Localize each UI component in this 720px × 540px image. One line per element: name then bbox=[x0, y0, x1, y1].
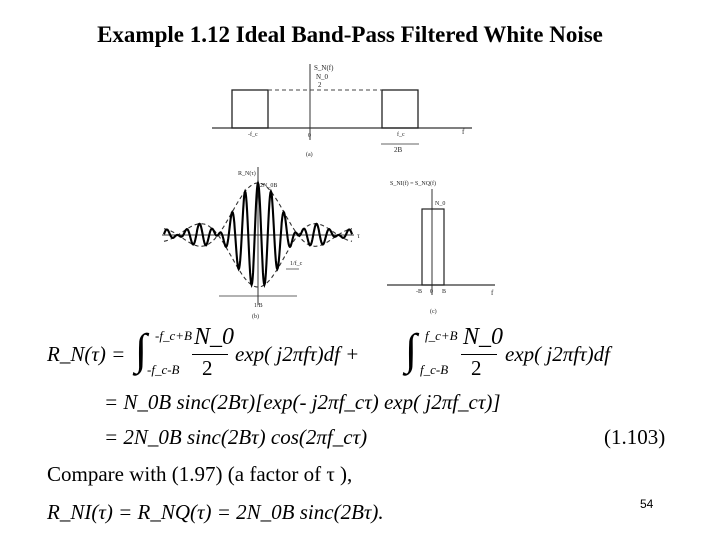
figure-a-spectrum: S_N(f) N_0 2 f -f_c 0 f_c 2B (a) bbox=[212, 64, 472, 158]
figure-c-lowpass-spectrum: S_NI(f) = S_NQ(f) N_0 f -B 0 B (c) bbox=[387, 180, 495, 315]
figure-c-tick-neg-b: -B bbox=[416, 289, 422, 295]
figure-c-tick-b: B bbox=[442, 289, 446, 295]
fraction-1-denominator: 2 bbox=[202, 356, 213, 380]
figure-a-level-n0: N_0 bbox=[316, 73, 329, 81]
figure-c-caption: (c) bbox=[430, 308, 437, 315]
integrand-1: exp( j2πfτ)df + bbox=[235, 342, 360, 366]
figure-b-caption: (b) bbox=[252, 313, 259, 320]
figure-a-caption: (a) bbox=[306, 151, 313, 158]
figure-a-tick-zero: 0 bbox=[308, 133, 311, 139]
slide-title: Example 1.12 Ideal Band-Pass Filtered Wh… bbox=[97, 22, 603, 47]
figure-c-xlabel: f bbox=[491, 289, 494, 297]
integral-2-lower: f_c-B bbox=[420, 362, 449, 377]
equation-line-3: = 2N_0B sinc(2Bτ) cos(2πf_cτ) bbox=[104, 425, 368, 449]
figure-b-width-label: 1/B bbox=[254, 303, 263, 309]
figure-a-xlabel: f bbox=[462, 128, 465, 136]
fraction-2-numerator: N_0 bbox=[463, 324, 504, 350]
figure-a-tick-fc: f_c bbox=[397, 131, 405, 138]
fraction-2-denominator: 2 bbox=[471, 356, 482, 380]
integrand-2: exp( j2πfτ)df bbox=[505, 342, 610, 366]
final-equation: R_NI(τ) = R_NQ(τ) = 2N_0B sinc(2Bτ). bbox=[47, 500, 384, 524]
equation-lhs: R_N(τ) = bbox=[47, 342, 126, 366]
fraction-1-numerator: N_0 bbox=[194, 324, 235, 350]
figure-a-width-label: 2B bbox=[394, 146, 403, 154]
equation-line-2: = N_0B sinc(2Bτ)[exp(- j2πf_cτ) exp( j2π… bbox=[104, 390, 501, 414]
figure-b-period-label: 1/f_c bbox=[290, 260, 303, 267]
figure-a-level-2: 2 bbox=[318, 81, 322, 89]
figure-b-xlabel: τ bbox=[357, 232, 360, 240]
compare-text: Compare with (1.97) (a factor of τ ), bbox=[47, 462, 353, 486]
figure-c-tick-zero: 0 bbox=[430, 289, 433, 295]
figure-a-tick-neg-fc: -f_c bbox=[248, 131, 258, 138]
integral-sign-2: ∫ bbox=[405, 325, 418, 374]
figure-c-level-label: N_0 bbox=[435, 201, 445, 207]
integral-1-upper: -f_c+B bbox=[155, 328, 192, 343]
integral-2-upper: f_c+B bbox=[425, 328, 458, 343]
fraction-2-bar bbox=[461, 354, 497, 355]
page-number: 54 bbox=[640, 497, 654, 511]
figure-b-peak-label: 2N_0B bbox=[260, 183, 277, 189]
equation-number: (1.103) bbox=[604, 425, 666, 449]
figure-b-autocorrelation: R_N(τ) 2N_0B τ 1/f_c 1/B (b) bbox=[162, 167, 360, 320]
fraction-1-bar bbox=[192, 354, 228, 355]
figure-a-ylabel: S_N(f) bbox=[314, 64, 334, 72]
integral-sign-1: ∫ bbox=[135, 325, 148, 374]
integral-1-lower: -f_c-B bbox=[147, 362, 180, 377]
figure-c-ylabel: S_NI(f) = S_NQ(f) bbox=[390, 180, 436, 187]
figure-b-ylabel: R_N(τ) bbox=[238, 170, 256, 177]
